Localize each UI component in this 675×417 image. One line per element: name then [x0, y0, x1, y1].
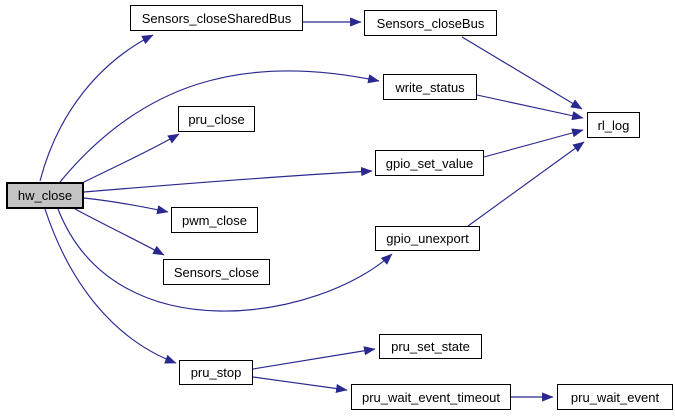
node-rl-log[interactable]: rl_log	[587, 112, 640, 138]
edge-gpio-unexport-to-rl-log	[467, 141, 585, 227]
edge-hw-close-to-pru-stop	[44, 208, 177, 364]
node-sensors-close-bus[interactable]: Sensors_closeBus	[364, 10, 497, 36]
edge-pru-stop-to-pru-wait-event-timeout	[252, 376, 348, 394]
node-pru-close[interactable]: pru_close	[178, 106, 255, 132]
edge-hw-close-to-write-status	[59, 70, 380, 183]
edge-write-status-to-rl-log	[476, 94, 584, 121]
edge-sensors-close-bus-to-rl-log	[461, 36, 583, 110]
node-sensors-close[interactable]: Sensors_close	[163, 259, 270, 285]
node-write-status[interactable]: write_status	[383, 74, 477, 100]
node-sensors-close-shared-bus[interactable]: Sensors_closeSharedBus	[130, 5, 303, 31]
node-hw-close: hw_close	[6, 182, 84, 209]
edge-hw-close-to-gpio-set-value	[83, 166, 373, 193]
node-pru-wait-event-timeout[interactable]: pru_wait_event_timeout	[351, 384, 511, 410]
node-gpio-set-value[interactable]: gpio_set_value	[375, 150, 484, 176]
node-gpio-unexport[interactable]: gpio_unexport	[375, 226, 480, 251]
edge-hw-close-to-pru-close	[79, 133, 180, 185]
edge-hw-close-to-pwm-close	[83, 197, 169, 215]
edge-gpio-set-value-to-rl-log	[483, 128, 584, 158]
node-pru-stop[interactable]: pru_stop	[179, 360, 253, 385]
node-pwm-close[interactable]: pwm_close	[171, 207, 258, 233]
node-pru-set-state[interactable]: pru_set_state	[379, 334, 482, 359]
edge-hw-close-to-gpio-unexport	[57, 208, 393, 312]
edge-pru-stop-to-pru-set-state	[252, 346, 376, 370]
edge-hw-close-to-sensors-close	[74, 208, 165, 256]
node-pru-wait-event[interactable]: pru_wait_event	[557, 384, 673, 410]
edge-hw-close-to-sensors-close-shared-bus	[39, 34, 154, 182]
